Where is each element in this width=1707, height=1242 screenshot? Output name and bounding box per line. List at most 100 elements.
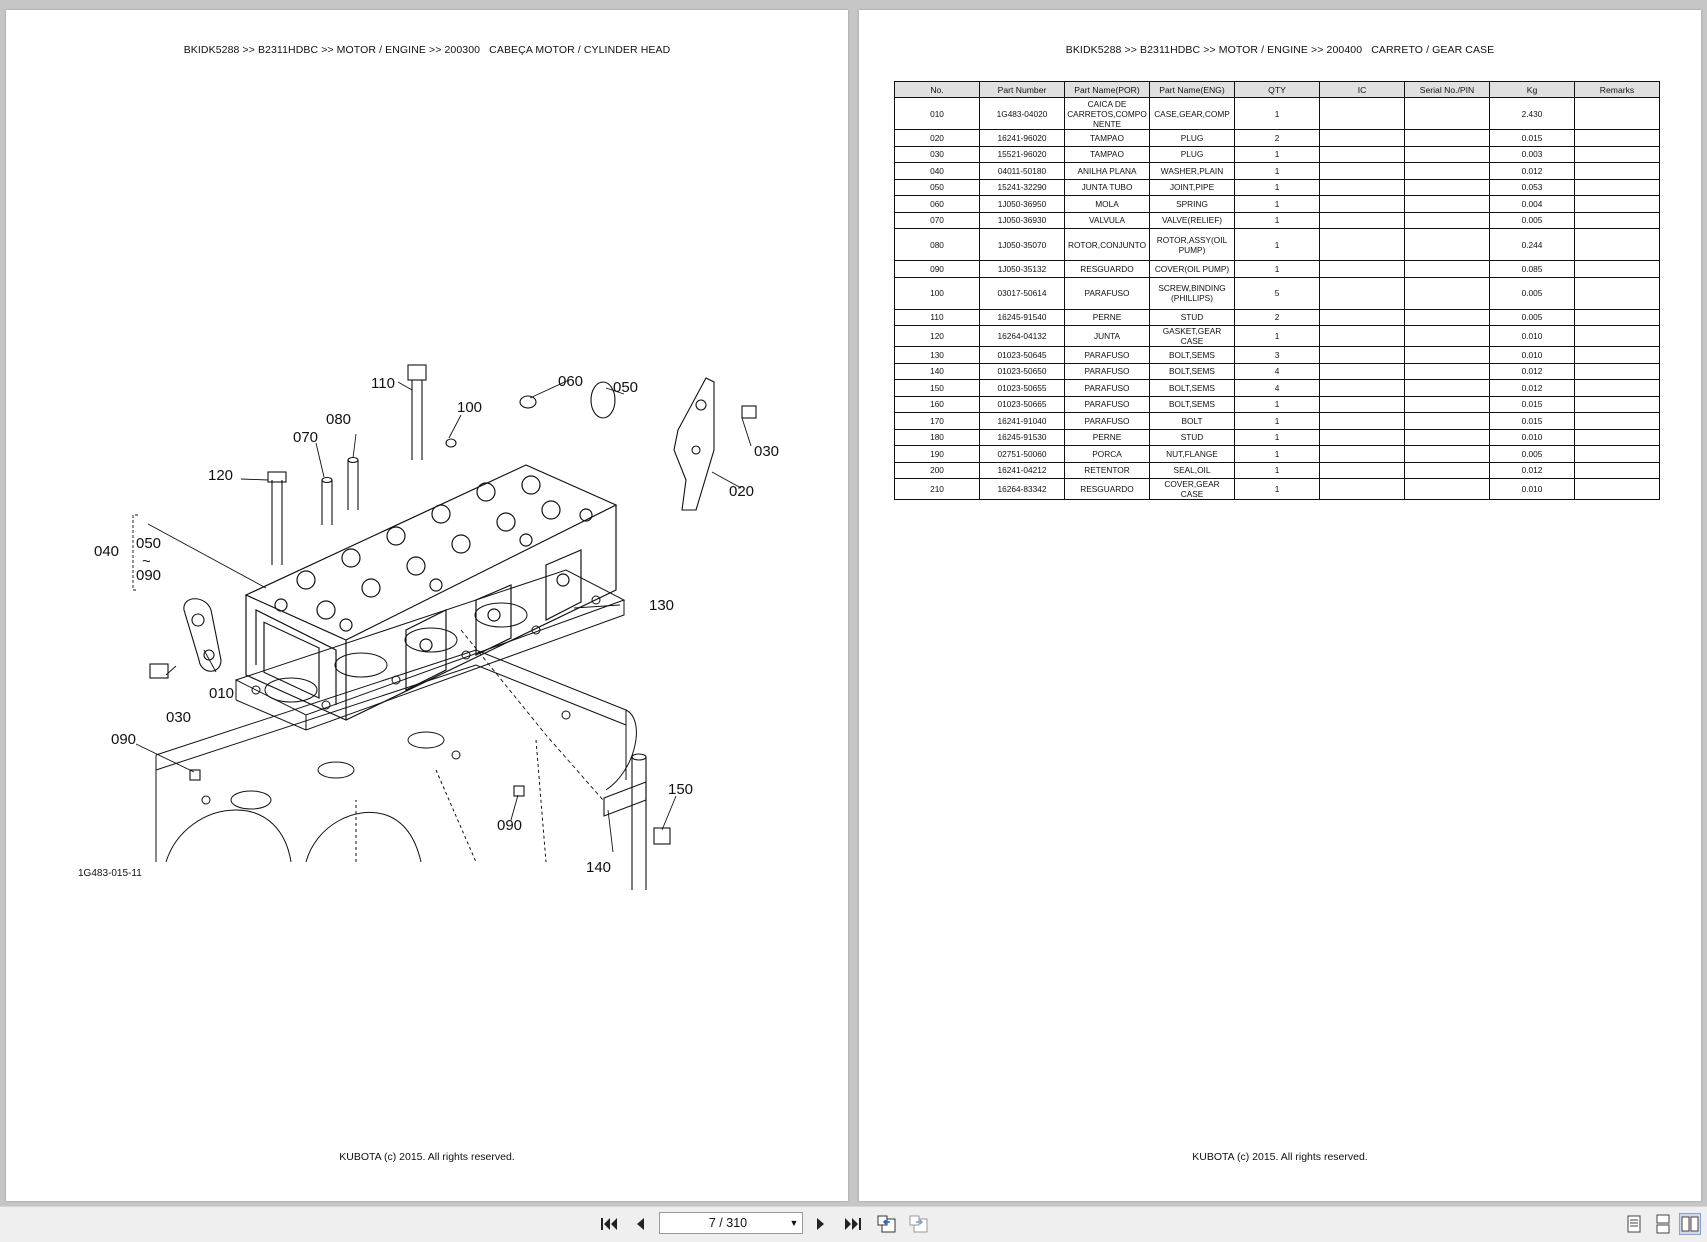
cell-remarks (1574, 379, 1660, 397)
cell-serial (1404, 346, 1490, 364)
cell-part-name-por: PARAFUSO (1064, 362, 1150, 380)
prev-page-icon[interactable] (629, 1213, 651, 1235)
cell-serial (1404, 260, 1490, 278)
go-forward-icon[interactable] (908, 1213, 930, 1235)
cell-kg: 0.012 (1489, 379, 1575, 397)
cell-part-name-eng: PLUG (1149, 129, 1235, 147)
two-page-view-icon[interactable] (1679, 1213, 1701, 1235)
cell-qty: 4 (1234, 362, 1320, 380)
cell-remarks (1574, 129, 1660, 147)
cell-ic (1319, 228, 1405, 261)
single-page-view-icon[interactable] (1623, 1213, 1645, 1235)
cell-part-name-por: RETENTOR (1064, 461, 1150, 479)
cell-remarks (1574, 260, 1660, 278)
cell-ic (1319, 211, 1405, 229)
cell-remarks (1574, 445, 1660, 463)
page-number-input[interactable]: 7 / 310 ▼ (659, 1212, 803, 1234)
callout-080: 080 (326, 411, 351, 428)
engine-block (155, 649, 637, 863)
cell-no: 100 (894, 276, 980, 310)
parts-table: No. Part Number Part Name(POR) Part Name… (894, 81, 1660, 500)
cell-serial (1404, 195, 1490, 213)
cell-no: 200 (894, 461, 980, 479)
cell-qty: 1 (1234, 461, 1320, 479)
callout-050: 050 (613, 379, 638, 396)
cell-qty: 1 (1234, 211, 1320, 229)
first-page-icon[interactable] (598, 1213, 620, 1235)
callout-140: 140 (586, 859, 611, 876)
cell-no: 140 (894, 362, 980, 380)
cell-part-number: 1J050-35070 (979, 228, 1065, 261)
cell-no: 090 (894, 260, 980, 278)
cell-qty: 4 (1234, 379, 1320, 397)
cell-qty: 1 (1234, 162, 1320, 180)
cell-part-name-eng: COVER,GEAR CASE (1149, 478, 1235, 500)
cell-ic (1319, 461, 1405, 479)
next-page-icon[interactable] (810, 1213, 832, 1235)
cell-serial (1404, 276, 1490, 310)
col-header-serial: Serial No./PIN (1404, 81, 1490, 98)
cell-part-name-por: VALVULA (1064, 211, 1150, 229)
go-back-icon[interactable] (876, 1213, 898, 1235)
cell-part-number: 15241-32290 (979, 178, 1065, 196)
callout-030: 030 (754, 443, 779, 460)
cell-part-number: 16264-83342 (979, 478, 1065, 500)
cell-serial (1404, 308, 1490, 326)
continuous-view-icon[interactable] (1652, 1213, 1674, 1235)
cell-no: 110 (894, 308, 980, 326)
cell-no: 160 (894, 395, 980, 413)
cell-serial (1404, 178, 1490, 196)
cell-qty: 2 (1234, 129, 1320, 147)
cell-part-name-por: PARAFUSO (1064, 412, 1150, 430)
callout-090-right: 090 (497, 817, 522, 834)
cell-qty: 1 (1234, 97, 1320, 130)
cell-part-name-eng: COVER(OIL PUMP) (1149, 260, 1235, 278)
cell-part-number: 16245-91530 (979, 428, 1065, 446)
cell-part-number: 16241-91040 (979, 412, 1065, 430)
cell-part-number: 04011-50180 (979, 162, 1065, 180)
cell-qty: 1 (1234, 145, 1320, 163)
last-page-icon[interactable] (842, 1213, 864, 1235)
cell-ic (1319, 395, 1405, 413)
cell-qty: 1 (1234, 260, 1320, 278)
cell-part-name-por: TAMPAO (1064, 145, 1150, 163)
cell-part-number: 16241-96020 (979, 129, 1065, 147)
cell-part-number: 1J050-36930 (979, 211, 1065, 229)
cell-part-number: 1J050-36950 (979, 195, 1065, 213)
right-page-footer: KUBOTA (c) 2015. All rights reserved. (1192, 1151, 1368, 1163)
cell-part-name-por: RESGUARDO (1064, 478, 1150, 500)
cell-serial (1404, 379, 1490, 397)
cell-serial (1404, 461, 1490, 479)
cell-kg: 0.005 (1489, 211, 1575, 229)
cell-kg: 0.012 (1489, 162, 1575, 180)
cell-remarks (1574, 162, 1660, 180)
leader-lines (135, 379, 752, 853)
cell-part-number: 02751-50060 (979, 445, 1065, 463)
cell-qty: 1 (1234, 325, 1320, 347)
cell-part-name-por: PERNE (1064, 308, 1150, 326)
chevron-down-icon[interactable]: ▼ (789, 1218, 799, 1228)
cell-kg: 0.053 (1489, 178, 1575, 196)
hanger-010 (183, 598, 222, 672)
cell-part-name-eng: STUD (1149, 428, 1235, 446)
cell-no: 180 (894, 428, 980, 446)
cell-kg: 0.005 (1489, 276, 1575, 310)
cell-remarks (1574, 195, 1660, 213)
cell-serial (1404, 445, 1490, 463)
cell-qty: 1 (1234, 228, 1320, 261)
cylinder-head-block (244, 464, 618, 721)
cell-no: 030 (894, 145, 980, 163)
cell-no: 060 (894, 195, 980, 213)
cell-part-number: 01023-50650 (979, 362, 1065, 380)
col-header-no: No. (894, 81, 980, 98)
cell-ic (1319, 162, 1405, 180)
group-bracket (132, 514, 138, 591)
cell-part-name-eng: BOLT,SEMS (1149, 395, 1235, 413)
cell-qty: 1 (1234, 195, 1320, 213)
left-page-header: BKIDK5288 >> B2311HDBC >> MOTOR / ENGINE… (183, 44, 671, 56)
